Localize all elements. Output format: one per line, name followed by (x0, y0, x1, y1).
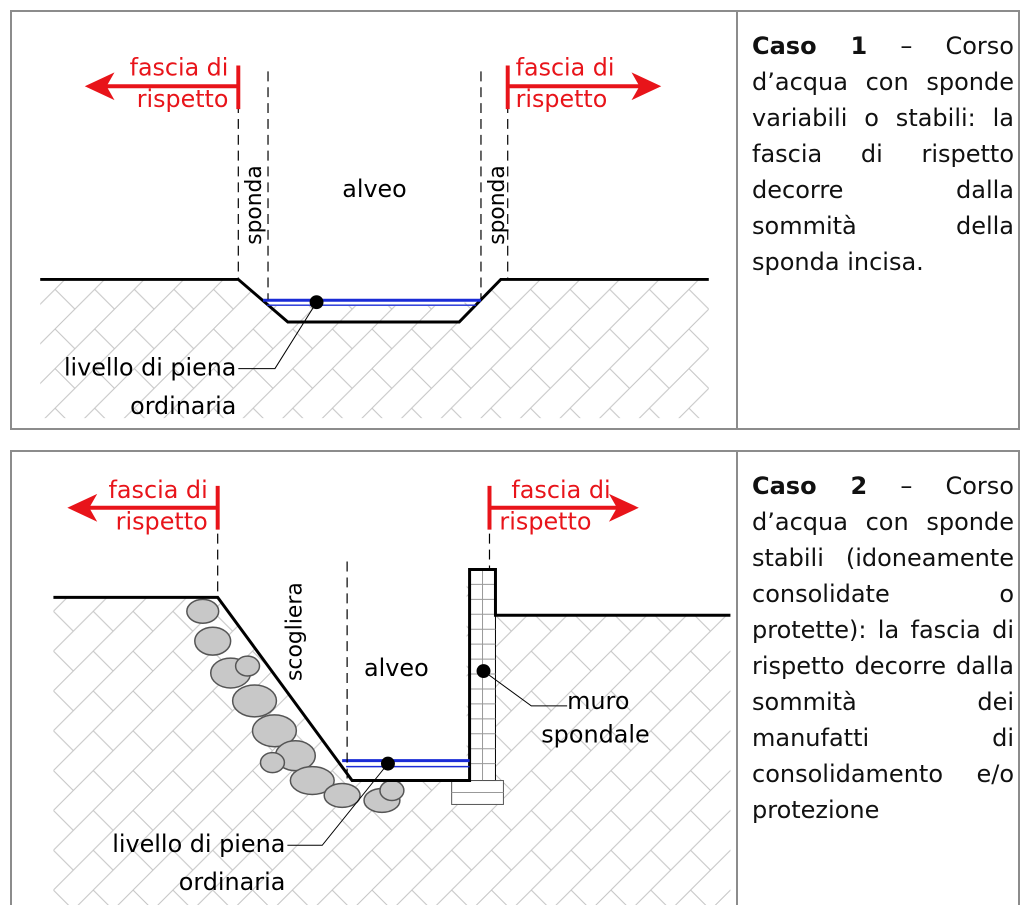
riprap-rocks (186, 598, 405, 814)
case1-panel: fascia di rispetto fascia di rispetto sp… (10, 10, 1020, 430)
left-buffer-arrow (84, 65, 241, 110)
case1-text: – Corso d’acqua con sponde variabili o s… (752, 32, 1014, 276)
wall-marker (476, 664, 491, 679)
case2-title: Caso 2 (752, 472, 868, 500)
wall-label-line2: spondale (541, 721, 649, 749)
left-buffer-label-line2: rispetto (137, 85, 229, 113)
right-buffer-label-line1: fascia di (516, 53, 615, 81)
panel-divider (736, 12, 738, 428)
case2-panel: fascia di rispetto fascia di rispetto sc… (10, 450, 1020, 905)
flood-level-label-line1: livello di piena (112, 830, 285, 858)
ground-hatch (53, 571, 731, 905)
right-bank-label: sponda (485, 165, 510, 244)
right-buffer-arrow (505, 65, 662, 110)
channel-label: alveo (364, 654, 429, 682)
right-buffer-label-line1: fascia di (511, 476, 610, 504)
left-buffer-label-line2: rispetto (116, 508, 208, 536)
left-buffer-arrow (67, 485, 220, 530)
left-bank-label: sponda (242, 165, 267, 244)
flood-level-label-line1: livello di piena (64, 354, 236, 382)
flood-level-label-line2: ordinaria (179, 868, 286, 896)
case2-description: Caso 2 – Corso d’acqua con sponde stabil… (752, 468, 1014, 828)
case2-cross-section-diagram: fascia di rispetto fascia di rispetto sc… (53, 476, 731, 905)
case1-cross-section-diagram: fascia di rispetto fascia di rispetto sp… (40, 53, 709, 420)
ground-profile (53, 567, 731, 783)
left-buffer-label-line1: fascia di (108, 476, 207, 504)
right-buffer-label-line2: rispetto (499, 508, 591, 536)
riprap-label: scogliera (282, 582, 307, 681)
ground-hatch (40, 279, 709, 419)
wall-label-line1: muro (567, 687, 629, 715)
right-buffer-arrow (487, 485, 639, 530)
left-buffer-label-line1: fascia di (130, 53, 229, 81)
panel-divider (736, 452, 738, 905)
flood-level-label-line2: ordinaria (130, 392, 236, 420)
ground-profile (40, 277, 709, 324)
case1-description: Caso 1 – Corso d’acqua con sponde variab… (752, 28, 1014, 280)
channel-label: alveo (342, 175, 406, 203)
flood-level-marker (380, 756, 395, 771)
case2-text: – Corso d’acqua con sponde stabili (idon… (752, 472, 1014, 824)
case1-title: Caso 1 (752, 32, 868, 60)
right-buffer-label-line2: rispetto (516, 85, 608, 113)
